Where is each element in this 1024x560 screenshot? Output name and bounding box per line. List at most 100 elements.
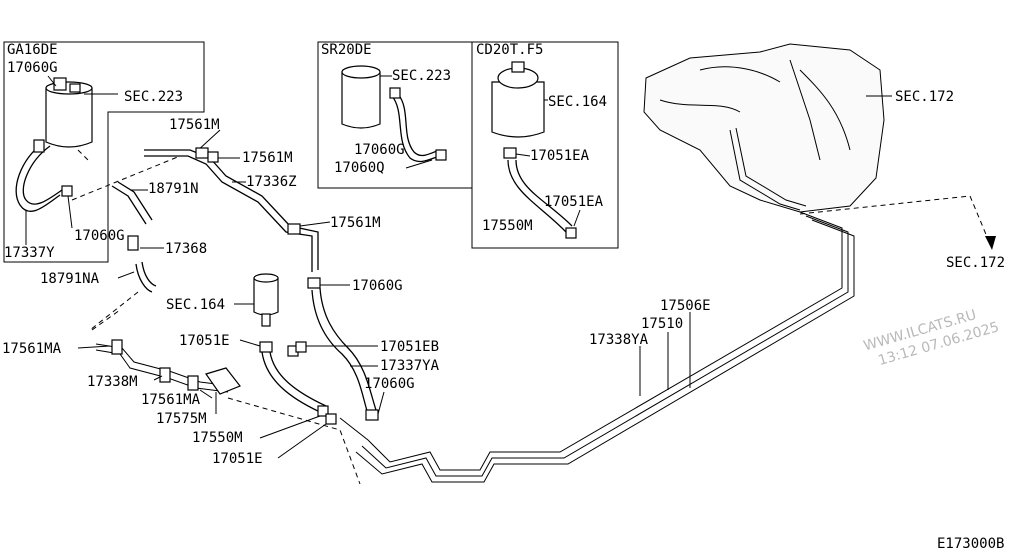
evap-hose [15,141,61,212]
leader-line [573,209,581,227]
leader-line [259,415,321,439]
hose-clamp-icon [295,341,307,353]
leader-line [199,389,213,399]
fuel-filter-center: SEC.164 17060G 17051E [166,273,403,353]
label-17060q: 17060Q [334,160,385,176]
arrow-icon [985,236,996,250]
dashed-leader [91,309,121,331]
watermark: WWW.ILCATS.RU 13:12 07.06.2025 [862,307,1001,369]
leader-line [377,391,385,415]
label-17051ea: 17051EA [544,194,604,210]
clip-icon [159,367,171,383]
leader-line [117,271,135,279]
label-17550m: 17550M [482,218,533,234]
label-17561ma: 17561MA [2,341,62,357]
hose-18791na [135,263,153,293]
fuel-tank: SEC.172 SEC.172 [643,43,1005,271]
label-sec172: SEC.172 [946,255,1005,271]
hose-clamp-icon [325,413,337,425]
cd20t-engine-label: CD20T.F5 [476,42,543,58]
leader-line [77,345,111,349]
hose-17550m [269,351,327,407]
canister-top-icon [341,65,381,79]
label-sec164: SEC.164 [548,94,607,110]
evap-hose [397,93,441,157]
dashed-leader [799,195,991,245]
dashed-leader [227,397,361,485]
hose-clamp-icon [259,341,273,353]
leader-line [299,221,331,227]
label-17060g: 17060G [7,60,58,76]
canister-port-icon [69,83,81,93]
leader-line [405,159,433,169]
hose-18791na [141,261,157,287]
hose-clamp-icon [389,87,401,99]
hose-clamp-icon [287,223,301,235]
ga16de-frame [3,41,205,263]
vapor-lines: 17561M 17561M 17336Z 17561M 18791N 17368… [40,117,381,331]
clip-icon [127,235,139,251]
sr20de-inset: SR20DE SEC.223 17060G 17060Q [317,41,473,189]
return-lines: 17561MA 17338M 17561MA 17575M [2,309,361,485]
leader-line [47,75,57,87]
fuel-pipe-17338ya [355,219,855,483]
cd20t-inset: CD20T.F5 SEC.164 17051EA 17051EA 17550M [471,41,619,249]
label-17368: 17368 [165,241,207,257]
label-17060g: 17060G [354,142,405,158]
label-18791n: 18791N [148,181,199,197]
label-17051e: 17051E [212,451,263,467]
leader-line [239,339,261,347]
vapor-line-17336z [144,155,313,272]
hose-18791n [117,181,153,221]
label-sec223: SEC.223 [124,89,183,105]
vapor-line-17336z [144,149,319,270]
label-sec164: SEC.164 [166,297,225,313]
tank-contour [699,66,781,83]
leader-line [277,423,327,459]
label-17561m: 17561M [169,117,220,133]
filter-top-icon [253,273,279,283]
label-sec172: SEC.172 [895,89,954,105]
evap-hose [391,95,441,163]
fuel-pipe-17506e [339,211,843,471]
label-17337y: 17337Y [4,245,55,261]
label-17338m: 17338M [87,374,138,390]
fuel-hoses: 17051EB 17337YA 17060G 17550M 17051E [192,287,440,467]
hose-clamp-icon [435,149,447,161]
cd20t-frame [471,41,619,249]
fuel-hose [515,159,573,227]
hose-clamp-icon [365,409,379,421]
canister-icon [341,71,381,129]
tank-pipe [735,127,807,207]
hose-clamp-icon [307,277,321,289]
clip-icon [187,375,199,391]
fuel-filter-icon [253,277,279,316]
label-17060g: 17060G [74,228,125,244]
hose-clamp-icon [33,139,45,153]
canister-port-icon [53,77,67,91]
label-17550m: 17550M [192,430,243,446]
label-17051ea: 17051EA [530,148,590,164]
canister-top-icon [45,81,93,95]
tank-pipe [789,59,821,161]
tank-pipe [729,129,801,211]
diagram-code: E173000B [937,536,1004,552]
dashed-leader [71,155,181,201]
ga16de-inset: GA16DE 17060G SEC.223 17060G 17337Y [3,41,205,263]
label-17575m: 17575M [156,411,207,427]
dashed-leader [77,149,89,161]
hose-clamp-icon [565,227,577,239]
label-17506e: 17506E [660,298,711,314]
label-17338ya: 17338YA [589,332,649,348]
leader-line [67,195,73,229]
hose-17337ya [319,287,377,411]
label-18791na: 18791NA [40,271,100,287]
label-sec223: SEC.223 [392,68,451,84]
label-17060g: 17060G [364,376,415,392]
tank-contour [799,69,851,151]
label-17561ma: 17561MA [141,392,201,408]
hose-clamp-icon [317,405,329,417]
label-17561m: 17561M [330,215,381,231]
